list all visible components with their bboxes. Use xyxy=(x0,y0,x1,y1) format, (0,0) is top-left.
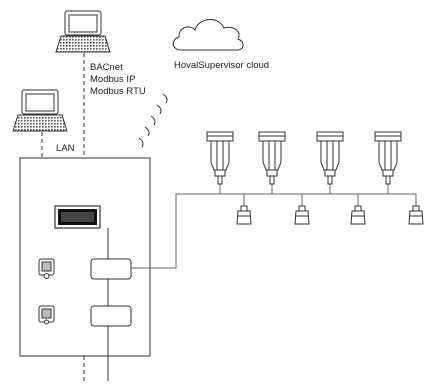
ceiling-air-unit-icon xyxy=(316,131,344,185)
ceiling-air-unit-icon xyxy=(374,131,402,185)
room-sensor-icon xyxy=(38,305,55,325)
protocol-label-bacnet: BACnet xyxy=(90,62,123,73)
bus-module xyxy=(90,305,132,327)
wall-air-unit-icon xyxy=(350,205,366,225)
protocol-label-modbus-rtu: Modbus RTU xyxy=(90,86,146,97)
room-sensor-icon xyxy=(38,258,55,279)
bus-module xyxy=(90,258,132,280)
lan-label: LAN xyxy=(56,143,75,154)
wireless-signal-icon xyxy=(138,93,168,148)
cloud-icon xyxy=(172,19,244,51)
ceiling-air-unit-icon xyxy=(206,131,234,185)
unit-bus-trunk xyxy=(131,184,417,269)
wall-air-unit-icon xyxy=(294,205,310,225)
cloud-label: HovalSupervisor cloud xyxy=(174,60,270,71)
laptop-icon xyxy=(12,89,68,132)
wall-air-unit-icon xyxy=(408,205,424,225)
ceiling-air-unit-icon xyxy=(258,131,286,185)
laptop-icon xyxy=(55,10,111,53)
wall-air-unit-icon xyxy=(236,205,252,225)
zone-control-display xyxy=(54,205,101,229)
protocol-label-modbus-ip: Modbus IP xyxy=(90,74,136,85)
controller-cabinet xyxy=(19,157,151,357)
